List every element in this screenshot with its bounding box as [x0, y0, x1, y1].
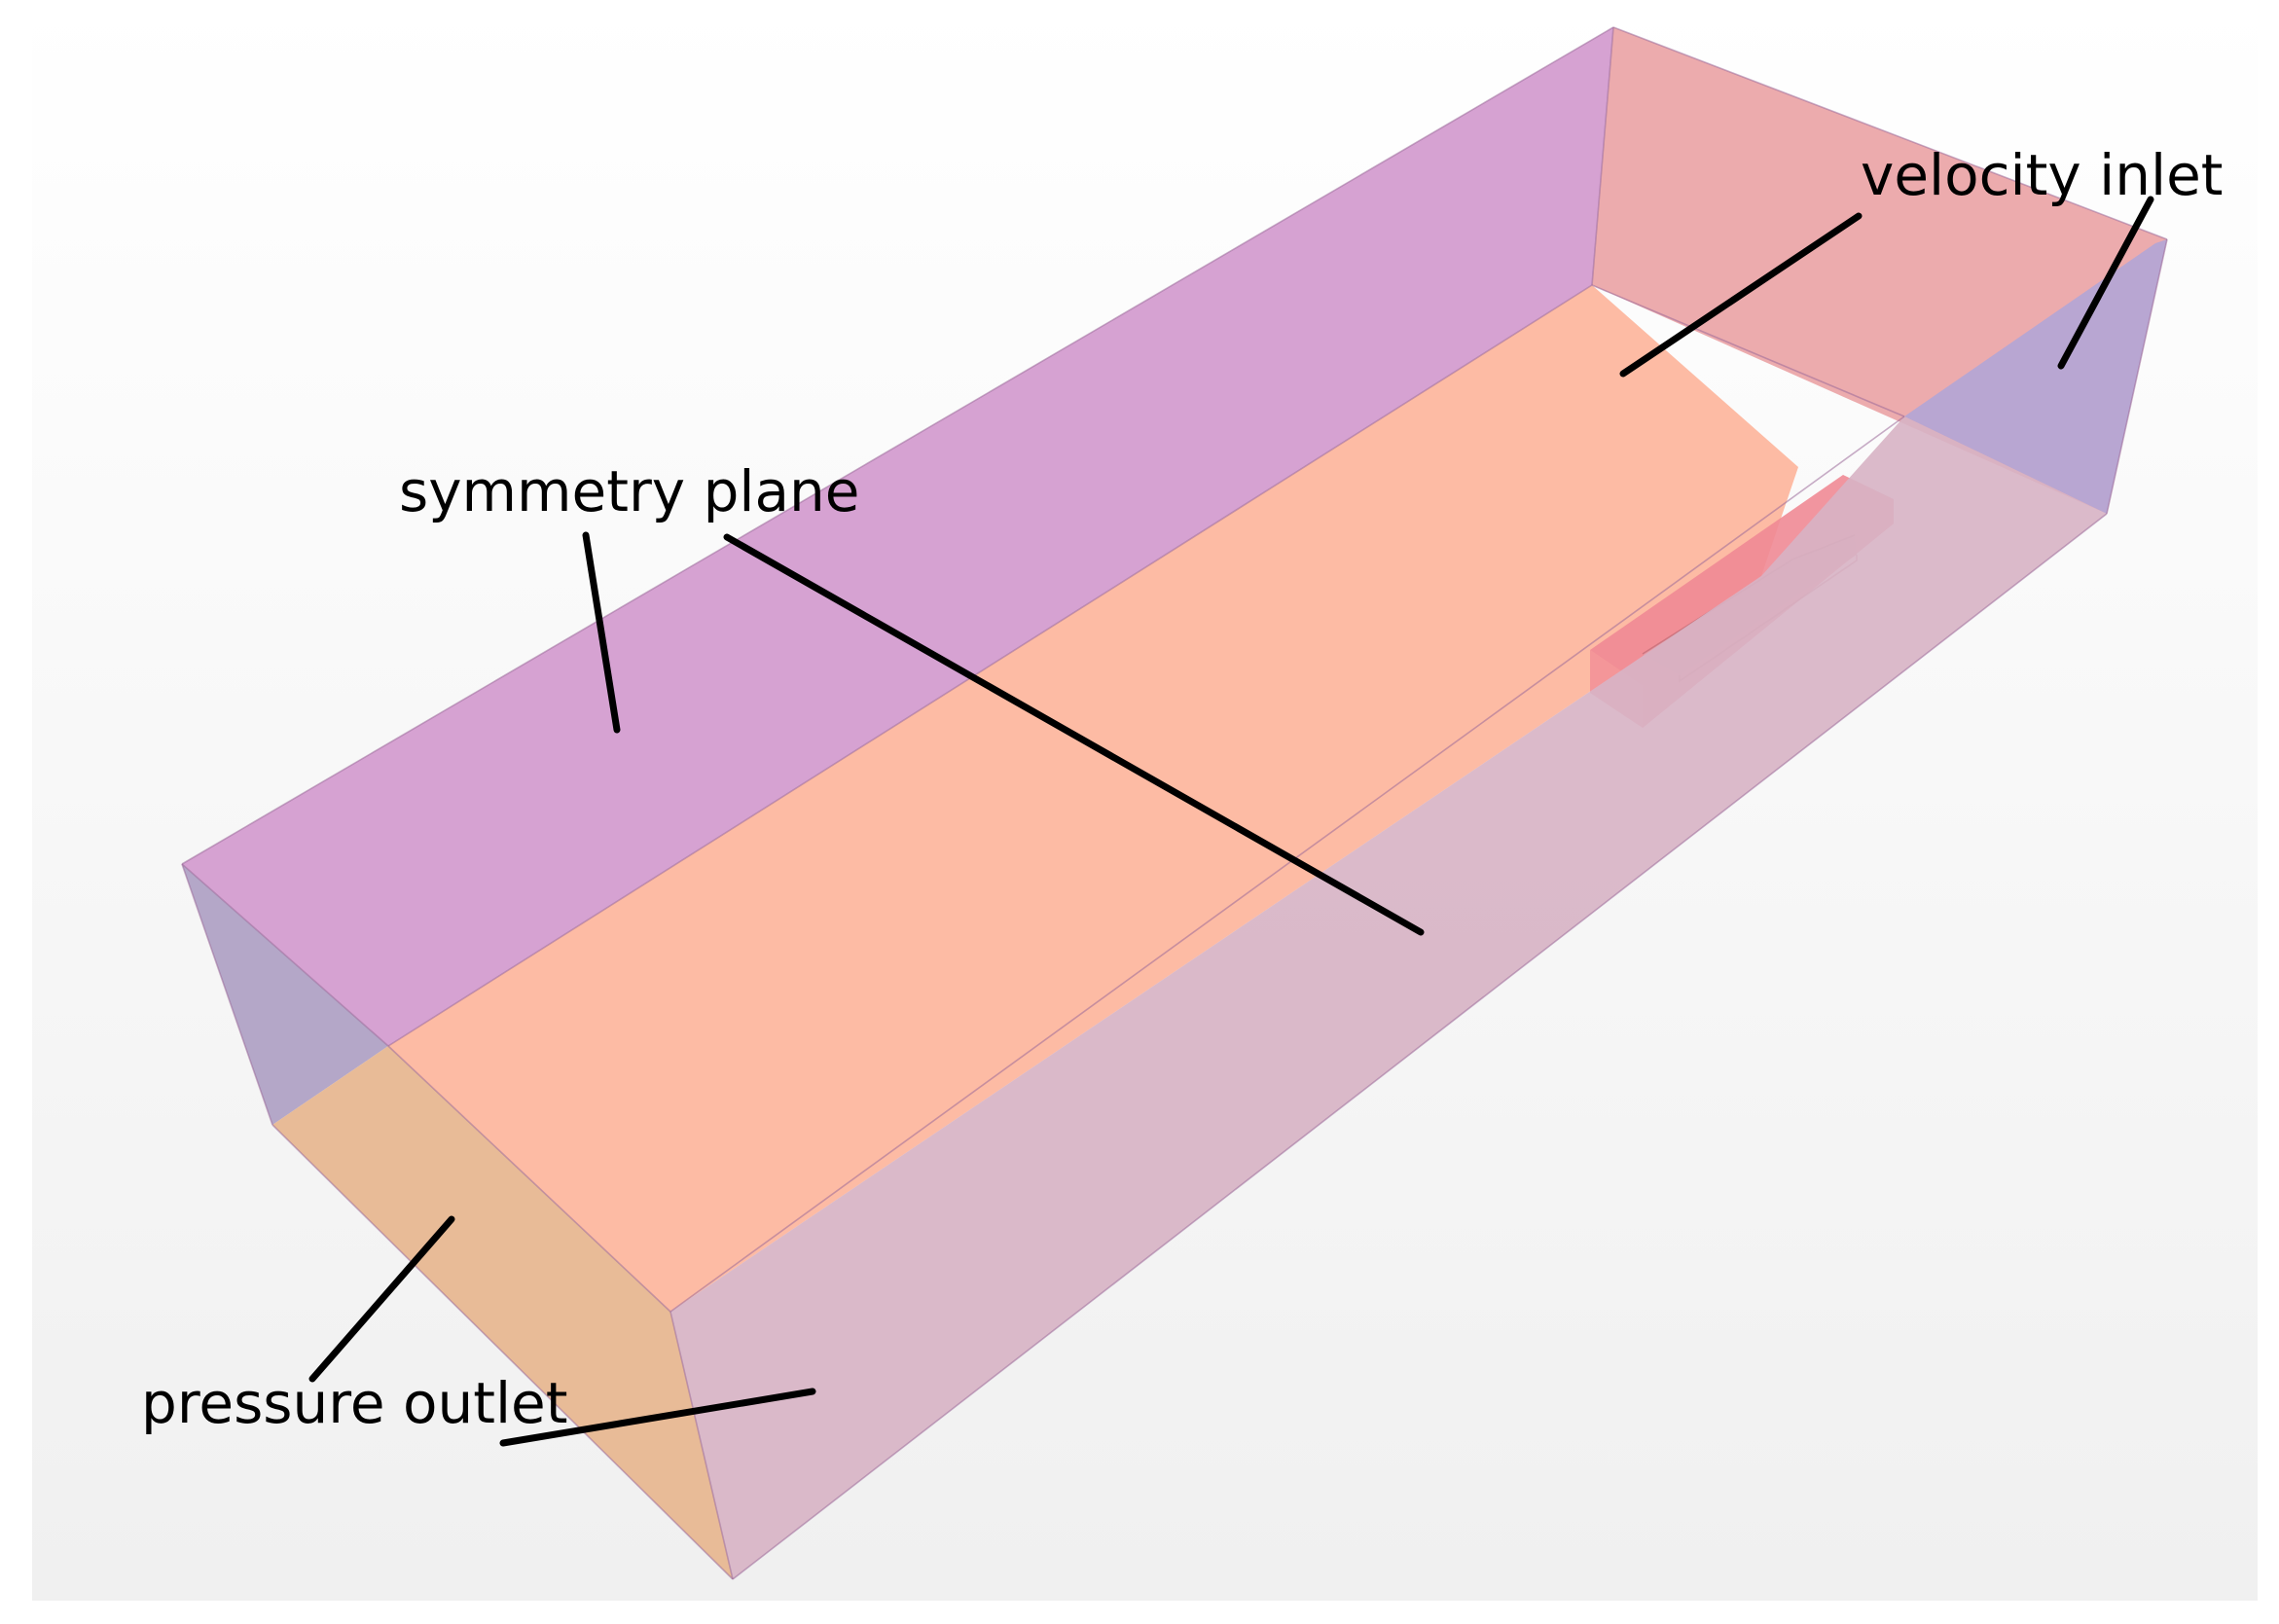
pressure-outlet-end-face: [182, 864, 388, 1125]
leader-symmetry-floor: [723, 533, 1425, 936]
leader-lines: [308, 196, 2154, 1447]
front-wall-face: [670, 416, 2107, 1579]
bottom-floor-face: [388, 285, 1798, 1312]
leader-pressure-outlet-end: [308, 1215, 455, 1383]
pressure-outlet-face: [272, 1046, 733, 1579]
box-icon: [181, 26, 2168, 1580]
symmetry-plane-label: symmetry plane: [399, 458, 860, 524]
pressure-outlet-label: pressure outlet: [141, 1370, 567, 1436]
velocity-inlet-label: velocity inlet: [1861, 142, 2224, 208]
symmetry-plane-face: [182, 27, 1613, 1046]
velocity-inlet-side-face: [1904, 239, 2167, 514]
leader-pressure-outlet-face: [499, 1388, 816, 1447]
leader-velocity-inlet-side: [2057, 196, 2154, 370]
leader-velocity-inlet-floor: [1619, 212, 1863, 378]
leader-symmetry-wall: [582, 531, 621, 734]
